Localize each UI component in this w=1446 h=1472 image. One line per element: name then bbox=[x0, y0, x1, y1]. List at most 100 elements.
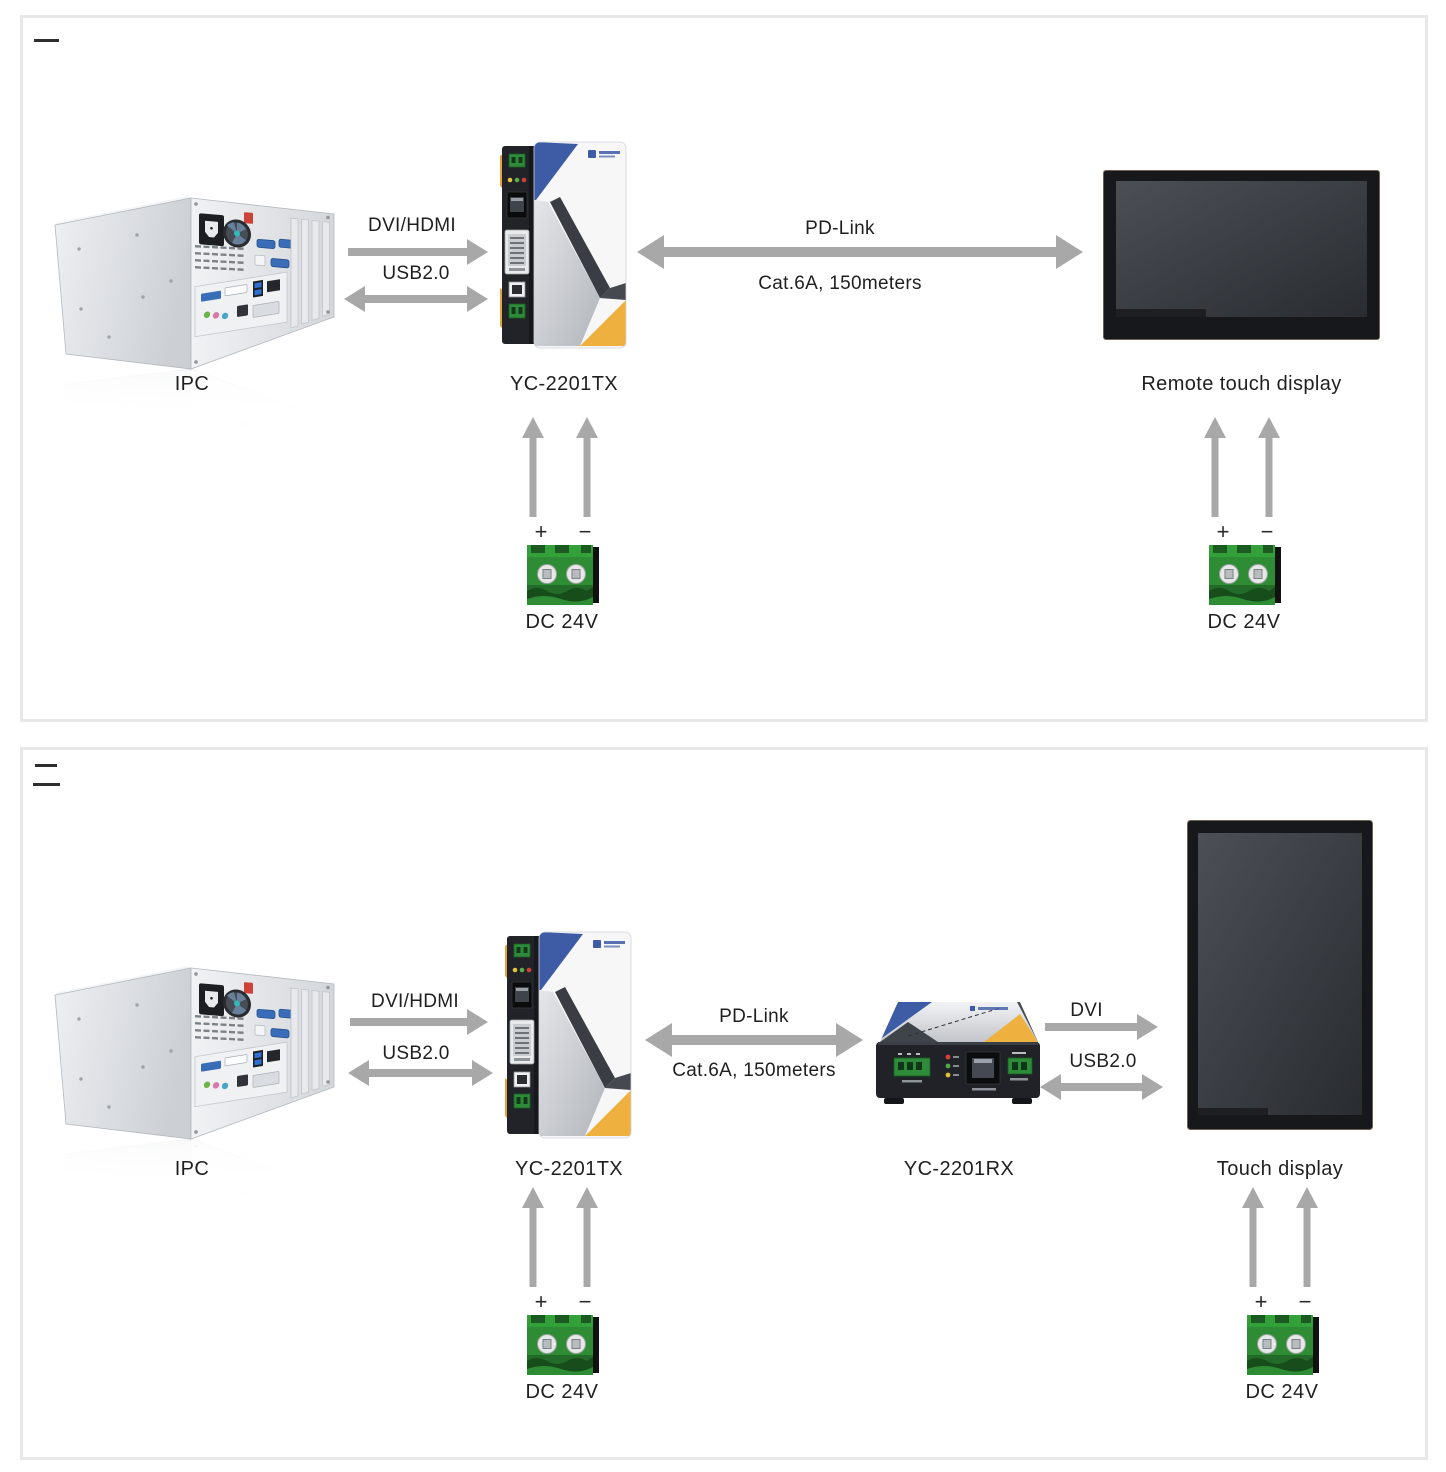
arrow-head-up-icon bbox=[576, 417, 598, 438]
video-arrow bbox=[350, 1009, 488, 1035]
video-link-label: DVI/HDMI bbox=[371, 991, 459, 1012]
usb-out-arrow bbox=[1040, 1074, 1163, 1100]
arrow-head-left-icon bbox=[637, 235, 664, 269]
arrow-head-right-icon bbox=[472, 1060, 493, 1086]
display-label: Touch display bbox=[1216, 1158, 1344, 1180]
arrow-head-left-icon bbox=[645, 1023, 672, 1057]
usb-arrow bbox=[344, 286, 488, 312]
power-input-display: + − DC 24V bbox=[1200, 415, 1288, 633]
arrow-head-right-icon bbox=[1056, 235, 1083, 269]
arrow-shaft bbox=[350, 1018, 471, 1026]
arrow-head-up-icon bbox=[522, 417, 544, 438]
remote-touch-display-image bbox=[1103, 170, 1380, 340]
arrow-shaft bbox=[1265, 436, 1273, 517]
arrow-shaft bbox=[361, 295, 471, 303]
dc-24v-label: DC 24V bbox=[1245, 1381, 1319, 1403]
pd-link-label: PD-Link bbox=[805, 218, 875, 239]
power-arrow bbox=[1203, 417, 1227, 517]
transmitter-image bbox=[500, 140, 628, 350]
section-1-marker bbox=[34, 39, 59, 42]
transmitter-label: YC-2201TX bbox=[514, 1158, 624, 1180]
receiver-image bbox=[874, 1000, 1044, 1108]
display-label: Remote touch display bbox=[1141, 373, 1342, 395]
arrow-shaft bbox=[583, 436, 591, 517]
video-out-arrow bbox=[1045, 1014, 1158, 1040]
polarity-minus: − bbox=[1260, 519, 1274, 544]
dc-24v-label: DC 24V bbox=[525, 1381, 599, 1403]
arrow-shaft bbox=[529, 436, 537, 517]
dc-terminal-image bbox=[527, 544, 599, 606]
transmitter-image bbox=[505, 930, 633, 1140]
pd-link-arrow bbox=[637, 235, 1083, 269]
dc-24v-label: DC 24V bbox=[1207, 611, 1281, 633]
power-arrow bbox=[1295, 1187, 1319, 1287]
power-input-transmitter: + − DC 24V bbox=[518, 1185, 606, 1403]
dc-24v-label: DC 24V bbox=[525, 611, 599, 633]
power-arrow bbox=[575, 1187, 599, 1287]
power-input-transmitter: + − DC 24V bbox=[518, 415, 606, 633]
arrow-shaft bbox=[348, 248, 471, 256]
arrow-shaft bbox=[1045, 1023, 1141, 1031]
transmitter-label: YC-2201TX bbox=[509, 373, 619, 395]
usb-link-label: USB2.0 bbox=[382, 1043, 450, 1064]
polarity-minus: − bbox=[578, 519, 592, 544]
polarity-plus: + bbox=[534, 519, 548, 544]
section-2-marker bbox=[35, 764, 57, 767]
pd-cable-label: Cat.6A, 150meters bbox=[758, 273, 922, 294]
arrow-head-left-icon bbox=[344, 286, 365, 312]
arrow-head-left-icon bbox=[348, 1060, 369, 1086]
arrow-shaft bbox=[365, 1069, 476, 1077]
pd-link-label: PD-Link bbox=[719, 1006, 789, 1027]
pd-link-arrow bbox=[645, 1023, 863, 1057]
power-arrow bbox=[1257, 417, 1281, 517]
arrow-shaft bbox=[1303, 1206, 1311, 1287]
polarity-plus: + bbox=[1216, 519, 1230, 544]
arrow-shaft bbox=[1057, 1083, 1146, 1091]
diagram-1-panel: IPC DVI/HDMI USB2.0 YC-2201TX PD-Link Ca… bbox=[20, 15, 1428, 722]
usb-arrow bbox=[348, 1060, 493, 1086]
arrow-shaft bbox=[1211, 436, 1219, 517]
arrow-head-right-icon bbox=[467, 239, 488, 265]
video-arrow bbox=[348, 239, 488, 265]
arrow-head-left-icon bbox=[1040, 1074, 1061, 1100]
pd-cable-label: Cat.6A, 150meters bbox=[672, 1060, 836, 1081]
polarity-minus: − bbox=[578, 1289, 592, 1314]
power-arrow bbox=[521, 417, 545, 517]
usb-link-label: USB2.0 bbox=[382, 263, 450, 284]
arrow-shaft bbox=[659, 247, 1061, 257]
ipc-label: IPC bbox=[174, 373, 210, 395]
arrow-shaft bbox=[1249, 1206, 1257, 1287]
dc-terminal-image bbox=[1209, 544, 1281, 606]
arrow-head-right-icon bbox=[1142, 1074, 1163, 1100]
arrow-head-up-icon bbox=[1296, 1187, 1318, 1208]
arrow-shaft bbox=[529, 1206, 537, 1287]
arrow-head-up-icon bbox=[576, 1187, 598, 1208]
power-arrow bbox=[575, 417, 599, 517]
polarity-plus: + bbox=[534, 1289, 548, 1314]
touch-display-image bbox=[1187, 820, 1373, 1130]
arrow-head-right-icon bbox=[836, 1023, 863, 1057]
arrow-shaft bbox=[667, 1035, 841, 1045]
video-link-label: DVI/HDMI bbox=[368, 215, 456, 236]
receiver-label: YC-2201RX bbox=[903, 1158, 1015, 1180]
arrow-head-right-icon bbox=[1137, 1014, 1158, 1040]
ipc-label: IPC bbox=[174, 1158, 210, 1180]
section-2-marker bbox=[33, 783, 60, 786]
dc-terminal-image bbox=[527, 1314, 599, 1376]
arrow-head-up-icon bbox=[522, 1187, 544, 1208]
arrow-shaft bbox=[583, 1206, 591, 1287]
polarity-minus: − bbox=[1298, 1289, 1312, 1314]
dc-terminal-image bbox=[1247, 1314, 1319, 1376]
power-input-display: + − DC 24V bbox=[1238, 1185, 1326, 1403]
arrow-head-right-icon bbox=[467, 1009, 488, 1035]
power-arrow bbox=[521, 1187, 545, 1287]
arrow-head-up-icon bbox=[1258, 417, 1280, 438]
video-out-link-label: DVI bbox=[1070, 1000, 1103, 1021]
usb-out-link-label: USB2.0 bbox=[1069, 1051, 1137, 1072]
arrow-head-right-icon bbox=[467, 286, 488, 312]
power-arrow bbox=[1241, 1187, 1265, 1287]
diagram-2-panel: IPC DVI/HDMI USB2.0 YC-2201TX PD-Link Ca… bbox=[20, 747, 1428, 1460]
polarity-plus: + bbox=[1254, 1289, 1268, 1314]
arrow-head-up-icon bbox=[1242, 1187, 1264, 1208]
arrow-head-up-icon bbox=[1204, 417, 1226, 438]
